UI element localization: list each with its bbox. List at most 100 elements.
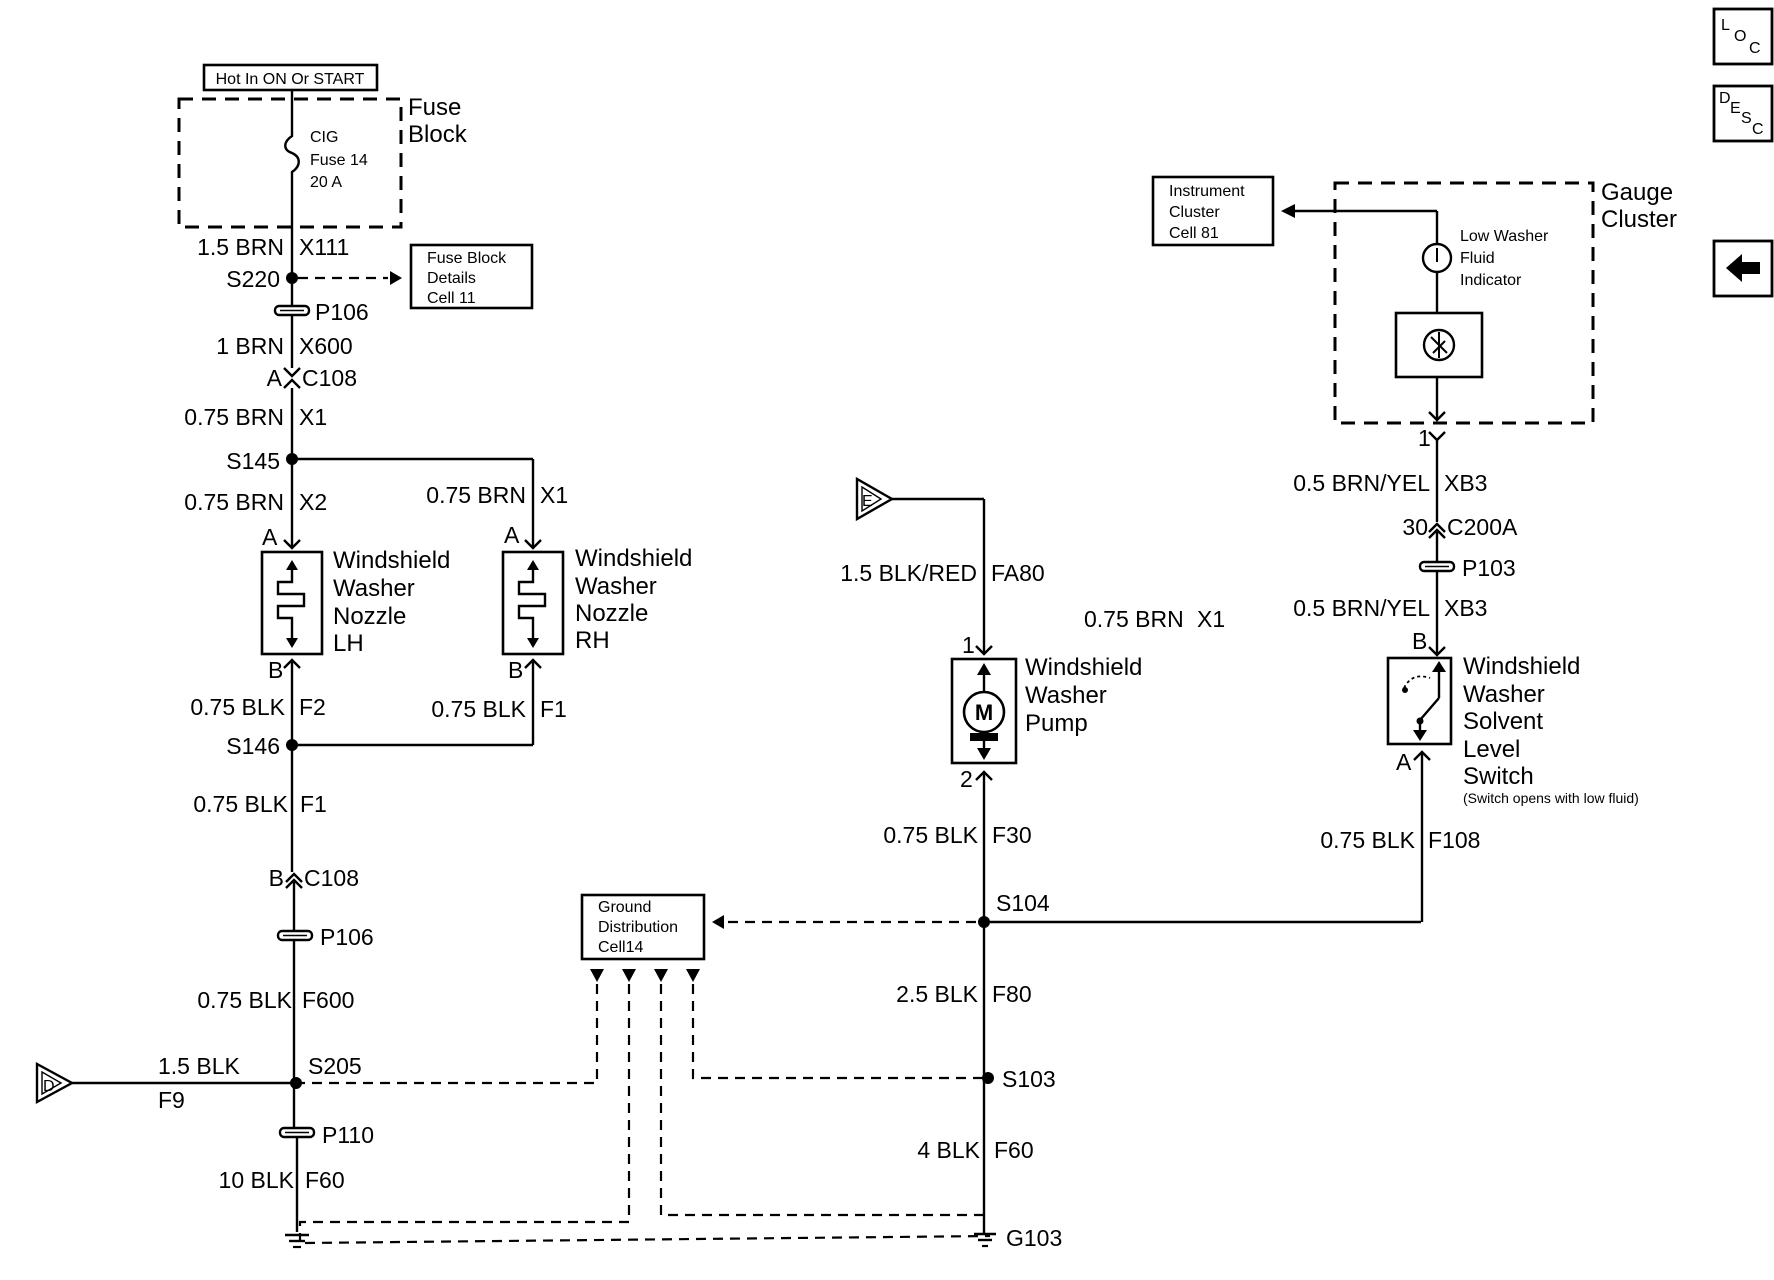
wire-x111-id: X111 <box>299 234 349 260</box>
offpage-d: D <box>43 1078 55 1095</box>
fuse-rating: 20 A <box>310 174 342 191</box>
pump-line1: Windshield <box>1025 654 1142 681</box>
gauge-cluster-line1: Gauge <box>1601 179 1673 206</box>
wire-x1-id: X1 <box>299 404 327 430</box>
wire-rh-x1-size: 0.75 BRN <box>426 482 526 508</box>
wire-f108-id: F108 <box>1428 827 1480 853</box>
connector-c108-a-icon <box>283 367 301 389</box>
pump-box <box>950 657 1018 765</box>
switch-line2: Washer <box>1463 681 1545 708</box>
connector-p103: P103 <box>1462 555 1516 581</box>
switch-line5: Switch <box>1463 763 1534 790</box>
back-button[interactable] <box>1712 239 1774 298</box>
nozzle-lh-line2: Washer <box>333 575 415 602</box>
nozzle-rh: A B Windshield Washer Nozzle RH <box>501 522 692 683</box>
nozzle-rh-line3: Nozzle <box>575 600 648 627</box>
desc-letter-3: S <box>1741 110 1752 127</box>
connector-p106-bot: P106 <box>320 924 374 950</box>
wire-x600-id: X600 <box>299 333 353 359</box>
hot-label-box <box>202 63 379 92</box>
connector-p110: P110 <box>322 1122 374 1148</box>
pin-lh-b: B <box>268 657 283 683</box>
pin-rh-b: B <box>508 657 523 683</box>
pump-motor-icon <box>962 690 1006 734</box>
instrument-cluster-line3: Cell 81 <box>1169 225 1219 242</box>
switch-note: (Switch opens with low fluid) <box>1463 790 1639 806</box>
nozzle-rh-line4: RH <box>575 627 610 654</box>
wire-x1-mid-size: 0.75 BRN <box>1084 606 1184 632</box>
splice-s205-dot <box>290 1077 302 1089</box>
ground-left-icon <box>285 1233 309 1249</box>
wire-x600-size: 1 BRN <box>216 333 284 359</box>
switch-line4: Level <box>1463 736 1520 763</box>
nozzle-lh-box <box>260 550 324 656</box>
wire-lh-f2-id: F2 <box>299 694 326 720</box>
pump-line2: Washer <box>1025 682 1107 709</box>
nozzle-rh-line2: Washer <box>575 573 657 600</box>
wire-f108-size: 0.75 BLK <box>1320 827 1415 853</box>
pin-pump-1: 1 <box>962 632 975 658</box>
fuse-block-title-line1: Fuse <box>408 94 461 121</box>
indicator-line2: Fluid <box>1460 250 1495 267</box>
pin-rh-a: A <box>504 522 520 548</box>
switch-box <box>1386 656 1453 746</box>
splice-s220-dot <box>286 272 298 284</box>
wire-lh-f2-size: 0.75 BLK <box>190 694 285 720</box>
wire-fa80-id: FA80 <box>991 560 1045 586</box>
gauge-cluster-line2: Cluster <box>1601 206 1677 233</box>
arrow-left-icon <box>1726 254 1760 282</box>
nozzle-lh-line4: LH <box>333 630 364 657</box>
wire-rh-f1-size: 0.75 BLK <box>431 696 526 722</box>
fuse-block-outline <box>177 97 403 229</box>
gauge-cluster: Instrument Cluster Cell 81 Gauge Cluster… <box>1151 175 1677 922</box>
ground-g103: G103 <box>1006 1225 1062 1251</box>
left-ground-circuit: 0.75 BLK F2 0.75 BLK F1 S146 0.75 BLK F1… <box>35 662 567 1249</box>
loc-button[interactable]: L O C <box>1712 7 1774 66</box>
wire-f60-left-id: F60 <box>305 1167 345 1193</box>
fuse-details-line2: Details <box>427 270 476 287</box>
desc-letter-1: D <box>1719 90 1731 107</box>
connector-c200a-icon <box>1428 522 1446 539</box>
arrow-right-icon <box>390 271 402 285</box>
desc-button[interactable]: D E S C <box>1712 84 1774 143</box>
ground-distribution-ref-box <box>580 893 706 961</box>
indicator-line1: Low Washer <box>1460 228 1549 245</box>
indicator-line3: Indicator <box>1460 272 1522 289</box>
arrow-left-ref-icon <box>1281 204 1295 218</box>
connector-c108-b-icon <box>285 872 303 889</box>
instrument-cluster-line2: Cluster <box>1169 204 1220 221</box>
splice-s146-dot <box>286 739 298 751</box>
wire-f80-size: 2.5 BLK <box>896 981 978 1007</box>
hot-label: Hot In ON Or START <box>216 71 365 88</box>
desc-letter-2: E <box>1730 100 1741 117</box>
connector-c108-b: C108 <box>304 865 359 891</box>
instrument-cluster-ref-box <box>1151 175 1275 247</box>
switch-line3: Solvent <box>1463 708 1543 735</box>
fuse-details-ref-box <box>409 243 534 310</box>
splice-s104-dot <box>978 916 990 928</box>
wire-f60-mid-size: 4 BLK <box>917 1137 980 1163</box>
splice-s103-dot <box>982 1072 994 1084</box>
wire-x1-size: 0.75 BRN <box>184 404 284 430</box>
fuse-details-line1: Fuse Block <box>427 250 507 267</box>
wire-f9-id: F9 <box>158 1087 185 1113</box>
wire-xb3-top-size: 0.5 BRN/YEL <box>1293 470 1430 496</box>
splice-s205: S205 <box>308 1053 362 1079</box>
pin-switch-a: A <box>1396 749 1412 775</box>
instrument-cluster-line1: Instrument <box>1169 183 1245 200</box>
wire-f1-id: F1 <box>300 791 327 817</box>
wire-f30-size: 0.75 BLK <box>883 822 978 848</box>
gauge-cluster-outline <box>1333 181 1595 425</box>
wire-f30-id: F30 <box>992 822 1032 848</box>
arrow-left-small-icon <box>712 915 724 929</box>
nozzle-lh-line3: Nozzle <box>333 603 406 630</box>
wire-rh-f1-id: F1 <box>540 696 567 722</box>
wire-f60-mid-id: F60 <box>994 1137 1034 1163</box>
offpage-e: E <box>862 493 873 510</box>
connector-c200a: C200A <box>1447 514 1518 540</box>
pin-c108-b: B <box>269 865 284 891</box>
cluster-module-box <box>1394 311 1484 379</box>
pin-pump-2: 2 <box>960 766 973 792</box>
wire-x111-size: 1.5 BRN <box>197 234 284 260</box>
